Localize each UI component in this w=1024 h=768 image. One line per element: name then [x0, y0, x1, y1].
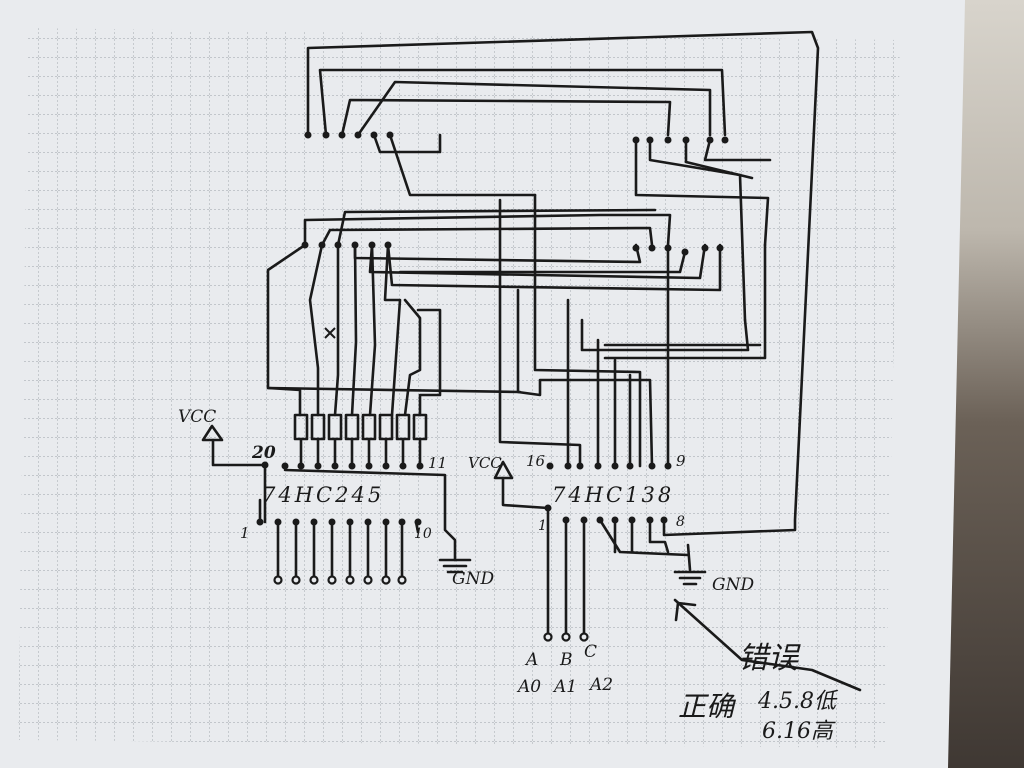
wiring [201, 30, 862, 692]
pin-245-20-label: 20 [251, 443, 276, 463]
pin-245-11-label: 11 [428, 454, 447, 472]
addr-b-label: B [559, 650, 573, 670]
note-low-label: 4.5.8低 [757, 689, 839, 714]
pin-138-1-label: 1 [538, 518, 547, 534]
pin-dots [256, 131, 729, 526]
chip-245-label: 74HC245 [262, 483, 384, 507]
text-labels: VCC 20 11 74HC245 1 10 GND VCC 16 9 74HC… [178, 407, 839, 744]
addr-c-label: C [584, 642, 597, 662]
bottom-open-pins [273, 575, 589, 642]
pin-138-9-label: 9 [676, 452, 686, 470]
addr-a-label: A [524, 650, 538, 670]
gnd-right-label: GND [712, 575, 754, 595]
pin-245-1-label: 1 [240, 524, 250, 542]
addr-a0-label: A0 [516, 677, 541, 697]
addr-a1-label: A1 [552, 677, 577, 697]
chip-138-label: 74HC138 [552, 483, 674, 507]
grid-area [18, 28, 900, 748]
gnd-left-label: GND [452, 569, 494, 589]
addr-a2-label: A2 [588, 675, 613, 695]
note-error-label: 错误 [738, 641, 801, 676]
pin-138-16-label: 16 [526, 452, 546, 470]
note-high-label: 6.16高 [762, 719, 836, 744]
note-correct-label: 正确 [678, 690, 737, 723]
pin-138-8-label: 8 [676, 514, 685, 530]
cross-mark [324, 327, 336, 339]
vcc-right-label: VCC [468, 454, 502, 472]
pin-245-10-label: 10 [414, 526, 432, 542]
vcc-left-label: VCC [178, 407, 216, 427]
